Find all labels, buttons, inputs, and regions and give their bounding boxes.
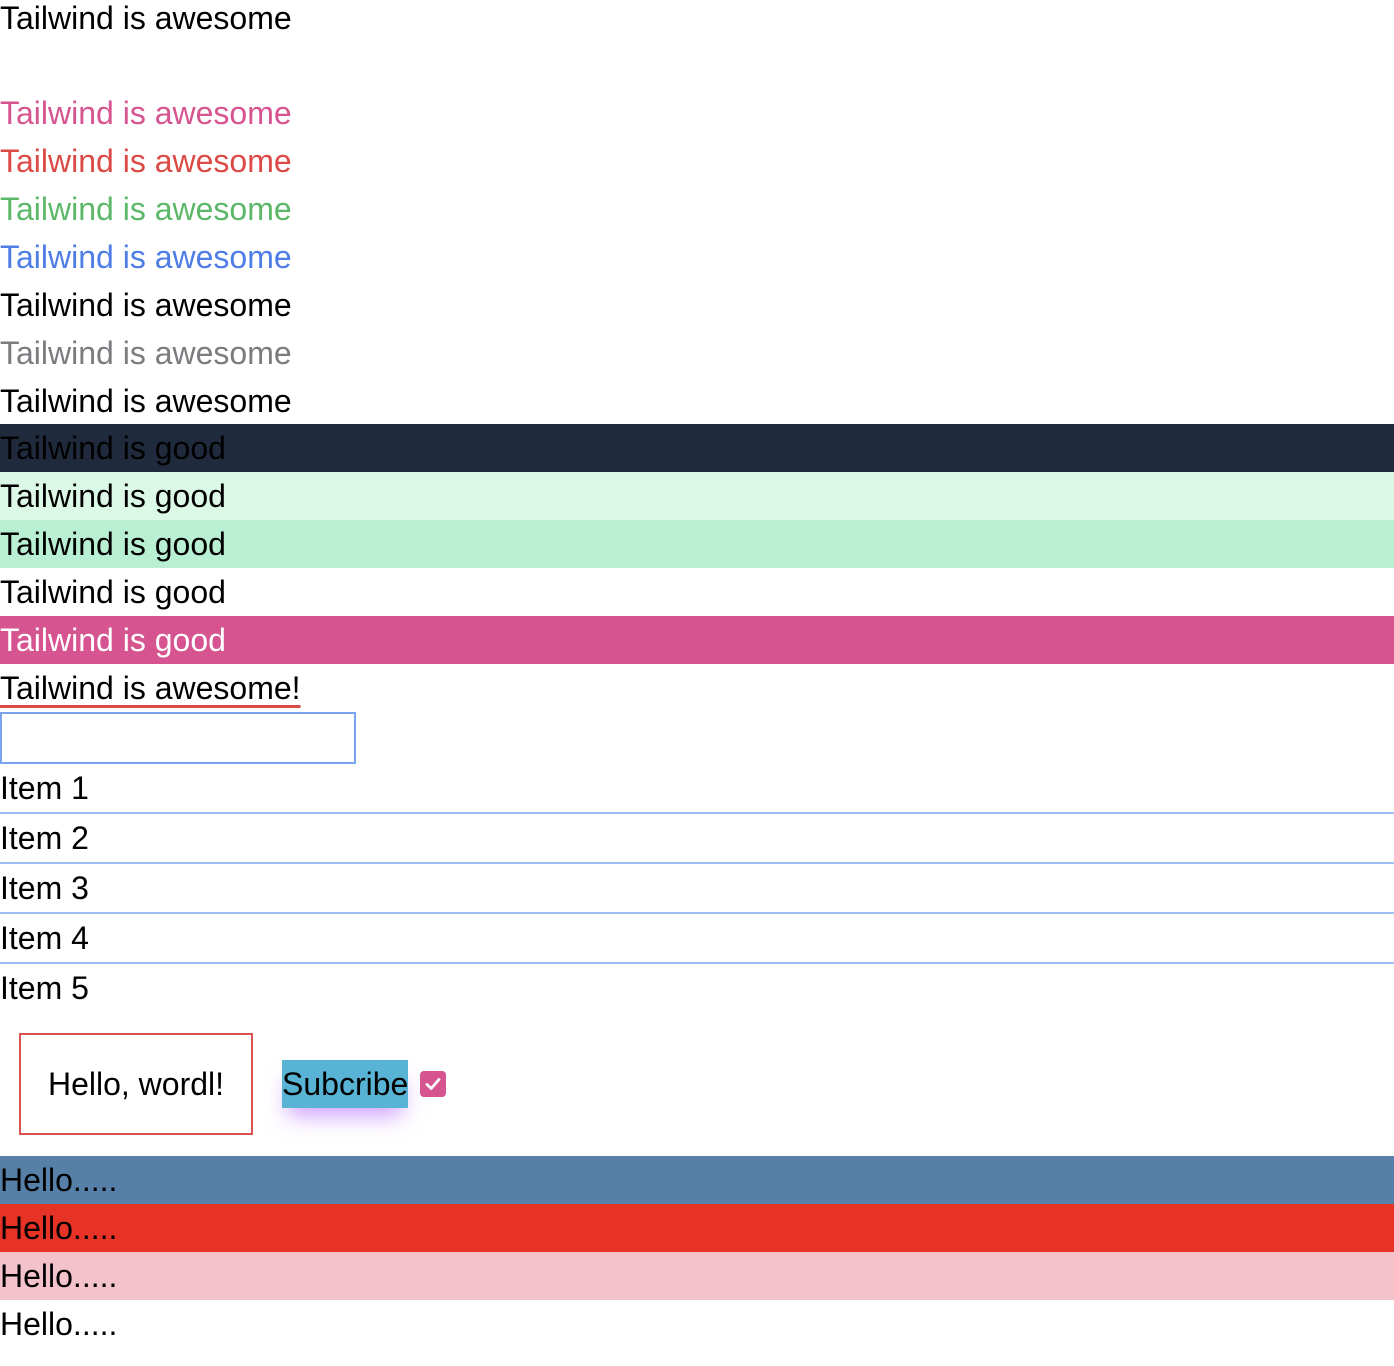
list-item: Item 4 xyxy=(0,914,1394,964)
list-item: Item 1 xyxy=(0,764,1394,814)
good-bar-green-text: Tailwind is good xyxy=(0,526,226,562)
text-line-black: Tailwind is awesome xyxy=(0,287,292,323)
hello-bar-red-text: Hello..... xyxy=(0,1210,118,1246)
good-bar-mint: Tailwind is good xyxy=(0,472,1394,520)
good-bar-pink: Tailwind is good xyxy=(0,616,1394,664)
checkmark-icon xyxy=(425,1078,441,1090)
good-bar-mint-text: Tailwind is good xyxy=(0,478,226,514)
text-line-gray: Tailwind is awesome xyxy=(0,335,292,371)
text-line-red: Tailwind is awesome xyxy=(0,143,292,179)
hello-bar-rose-text: Hello..... xyxy=(0,1258,118,1294)
hello-bar-white: Hello..... xyxy=(0,1300,1394,1348)
text-line-pink: Tailwind is awesome xyxy=(0,95,292,131)
subscribe-checkbox[interactable] xyxy=(420,1071,446,1097)
underlined-text: Tailwind is awesome! xyxy=(0,670,301,706)
item-list: Item 1 Item 2 Item 3 Item 4 Item 5 xyxy=(0,764,1394,1012)
good-bar-dark: Tailwind is good xyxy=(0,424,1394,472)
hello-bar-steel: Hello..... xyxy=(0,1156,1394,1204)
hello-card-text: Hello, wordl! xyxy=(47,1065,225,1102)
text-line-blue: Tailwind is awesome xyxy=(0,239,292,275)
text-line-green: Tailwind is awesome xyxy=(0,191,292,227)
text-line-black-2: Tailwind is awesome xyxy=(0,383,292,419)
good-bar-pink-text: Tailwind is good xyxy=(0,622,226,658)
text-input[interactable] xyxy=(0,712,356,764)
hello-bar-steel-text: Hello..... xyxy=(0,1162,118,1198)
good-bar-dark-text: Tailwind is good xyxy=(0,430,226,466)
list-item: Item 2 xyxy=(0,814,1394,864)
good-bar-white: Tailwind is good xyxy=(0,568,1394,616)
hello-bar-rose: Hello..... xyxy=(0,1252,1394,1300)
hello-bar-white-text: Hello..... xyxy=(0,1306,118,1342)
subscribe-button[interactable]: Subcribe xyxy=(282,1060,409,1108)
good-bar-white-text: Tailwind is good xyxy=(0,574,226,610)
hello-bar-red: Hello..... xyxy=(0,1204,1394,1252)
text-line-1: Tailwind is awesome xyxy=(0,0,292,36)
hello-card: Hello, wordl! xyxy=(19,1033,253,1135)
list-item: Item 3 xyxy=(0,864,1394,914)
list-item: Item 5 xyxy=(0,970,89,1006)
good-bar-green: Tailwind is good xyxy=(0,520,1394,568)
